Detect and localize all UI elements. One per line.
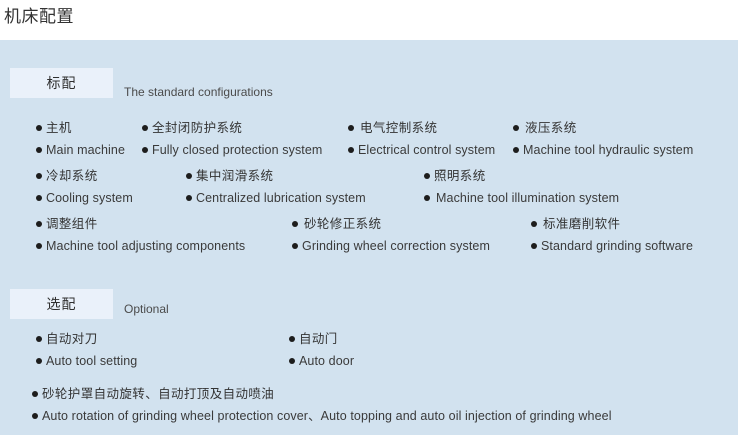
config-item-cn: 全封闭防护系统 — [142, 117, 322, 139]
bullet-icon — [292, 221, 298, 227]
standard-section-chip-label: 标配 — [46, 75, 77, 91]
config-item-cn: 集中润滑系统 — [186, 165, 366, 187]
bullet-icon — [289, 336, 295, 342]
bullet-icon — [36, 195, 42, 201]
config-item: 砂轮护罩自动旋转、自动打顶及自动喷油 Auto rotation of grin… — [32, 383, 612, 427]
optional-row-1: 自动对刀 Auto tool setting 自动门 Auto door — [0, 328, 738, 374]
config-item: 自动对刀 Auto tool setting — [36, 328, 137, 372]
config-item-cn: 电气控制系统 — [348, 117, 495, 139]
bullet-icon — [531, 243, 537, 249]
config-item-cn: 标准磨削软件 — [531, 213, 693, 235]
config-item: 全封闭防护系统 Fully closed protection system — [142, 117, 322, 161]
config-item-en: Standard grinding software — [531, 235, 693, 257]
config-item-en: Auto door — [289, 350, 354, 372]
bullet-icon — [186, 195, 192, 201]
config-item: 冷却系统 Cooling system — [36, 165, 133, 209]
bullet-icon — [424, 173, 430, 179]
config-item-cn: 砂轮修正系统 — [292, 213, 490, 235]
bullet-icon — [186, 173, 192, 179]
standard-row-1: 主机 Main machine 全封闭防护系统 Fully closed pro… — [0, 117, 738, 163]
bullet-icon — [531, 221, 537, 227]
config-item-en: Auto tool setting — [36, 350, 137, 372]
config-item: 砂轮修正系统 Grinding wheel correction system — [292, 213, 490, 257]
bullet-icon — [36, 358, 42, 364]
config-item: 液压系统 Machine tool hydraulic system — [513, 117, 693, 161]
config-item: 标准磨削软件 Standard grinding software — [531, 213, 693, 257]
config-item-cn: 照明系统 — [424, 165, 619, 187]
config-item: 主机 Main machine — [36, 117, 125, 161]
optional-section-chip-label: 选配 — [46, 296, 77, 312]
bullet-icon — [289, 358, 295, 364]
config-item: 集中润滑系统 Centralized lubrication system — [186, 165, 366, 209]
config-item-en: Electrical control system — [348, 139, 495, 161]
config-item-cn: 调整组件 — [36, 213, 245, 235]
optional-section-chip: 选配 — [10, 289, 113, 319]
bullet-icon — [424, 195, 430, 201]
bullet-icon — [32, 391, 38, 397]
machine-configuration-panel: 标配 The standard configurations 主机 Main m… — [0, 40, 738, 435]
bullet-icon — [36, 147, 42, 153]
bullet-icon — [513, 147, 519, 153]
standard-section-subtitle: The standard configurations — [124, 85, 273, 99]
bullet-icon — [36, 221, 42, 227]
bullet-icon — [32, 413, 38, 419]
optional-section-subtitle: Optional — [124, 302, 169, 316]
bullet-icon — [142, 125, 148, 131]
bullet-icon — [36, 173, 42, 179]
bullet-icon — [36, 336, 42, 342]
bullet-icon — [142, 147, 148, 153]
bullet-icon — [36, 243, 42, 249]
config-item: 电气控制系统 Electrical control system — [348, 117, 495, 161]
config-item-en: Machine tool hydraulic system — [513, 139, 693, 161]
config-item-cn: 自动对刀 — [36, 328, 137, 350]
config-item-en: Auto rotation of grinding wheel protecti… — [32, 405, 612, 427]
config-item-cn: 主机 — [36, 117, 125, 139]
config-item-en: Fully closed protection system — [142, 139, 322, 161]
bullet-icon — [36, 125, 42, 131]
standard-section-chip: 标配 — [10, 68, 113, 98]
config-item-cn: 自动门 — [289, 328, 354, 350]
config-item: 自动门 Auto door — [289, 328, 354, 372]
config-item-cn: 液压系统 — [513, 117, 693, 139]
config-item-en: Machine tool illumination system — [424, 187, 619, 209]
standard-row-3: 调整组件 Machine tool adjusting components 砂… — [0, 213, 738, 259]
config-item: 调整组件 Machine tool adjusting components — [36, 213, 245, 257]
config-item-en: Cooling system — [36, 187, 133, 209]
bullet-icon — [292, 243, 298, 249]
bullet-icon — [513, 125, 519, 131]
config-item-en: Machine tool adjusting components — [36, 235, 245, 257]
config-item-cn: 砂轮护罩自动旋转、自动打顶及自动喷油 — [32, 383, 612, 405]
config-item-en: Main machine — [36, 139, 125, 161]
config-item-en: Grinding wheel correction system — [292, 235, 490, 257]
config-item-en: Centralized lubrication system — [186, 187, 366, 209]
bullet-icon — [348, 125, 354, 131]
bullet-icon — [348, 147, 354, 153]
config-item-cn: 冷却系统 — [36, 165, 133, 187]
optional-row-2: 砂轮护罩自动旋转、自动打顶及自动喷油 Auto rotation of grin… — [0, 383, 738, 429]
standard-row-2: 冷却系统 Cooling system 集中润滑系统 Centralized l… — [0, 165, 738, 211]
page-title: 机床配置 — [4, 7, 74, 26]
config-item: 照明系统 Machine tool illumination system — [424, 165, 619, 209]
